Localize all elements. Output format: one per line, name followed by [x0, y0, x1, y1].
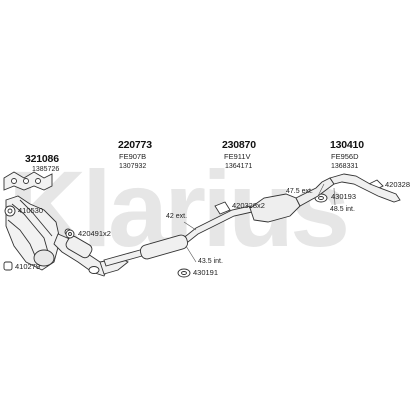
part-ref-220773: 1307932 [119, 163, 147, 170]
part-ref-130410: 1368331 [331, 163, 359, 170]
part-code-230870: FE911V [224, 152, 251, 161]
part-code-130410: FE956D [331, 152, 359, 161]
dimension-43-5-int: 43.5 int. [198, 258, 223, 265]
dimension-47-5-ext: 47.5 ext. [286, 188, 313, 195]
clamp-icon-middle [88, 266, 100, 274]
fitting-label-430193: 430193 [331, 192, 357, 201]
fitting-label-420328: 420328 [385, 180, 411, 189]
fitting-label-420491x2: 420491x2 [78, 229, 111, 238]
part-number-130410: 130410 [330, 139, 364, 151]
fitting-label-420328x2: 420328x2 [232, 201, 265, 210]
dimension-leaders [183, 183, 336, 263]
part-ref-321086: 1385726 [32, 166, 60, 173]
dimension-48-5-int: 48.5 int. [330, 206, 355, 213]
dimension-42-ext: 42 ext. [166, 213, 188, 220]
gasket-icon-410530 [4, 205, 16, 217]
fitting-label-430191: 430191 [193, 268, 219, 277]
part-number-321086: 321086 [25, 153, 59, 165]
clamp-icon-430191 [177, 268, 191, 278]
part-code-220773: FE907B [119, 152, 147, 161]
fitting-label-410530: 410530 [18, 206, 44, 215]
part-ref-230870: 1364171 [225, 163, 253, 170]
rear-silencer-illustration [249, 177, 335, 223]
fitting-label-410279: 410279 [15, 262, 41, 271]
tailpipe-illustration [329, 173, 401, 203]
bracket-icon-410279 [3, 261, 13, 271]
rubber-mount-icon-420328x2 [214, 201, 231, 215]
part-number-230870: 230870 [222, 139, 256, 151]
exhaust-manifold-illustration [3, 171, 61, 271]
part-number-220773: 220773 [118, 139, 152, 151]
gasket-icon-420491 [65, 229, 75, 239]
